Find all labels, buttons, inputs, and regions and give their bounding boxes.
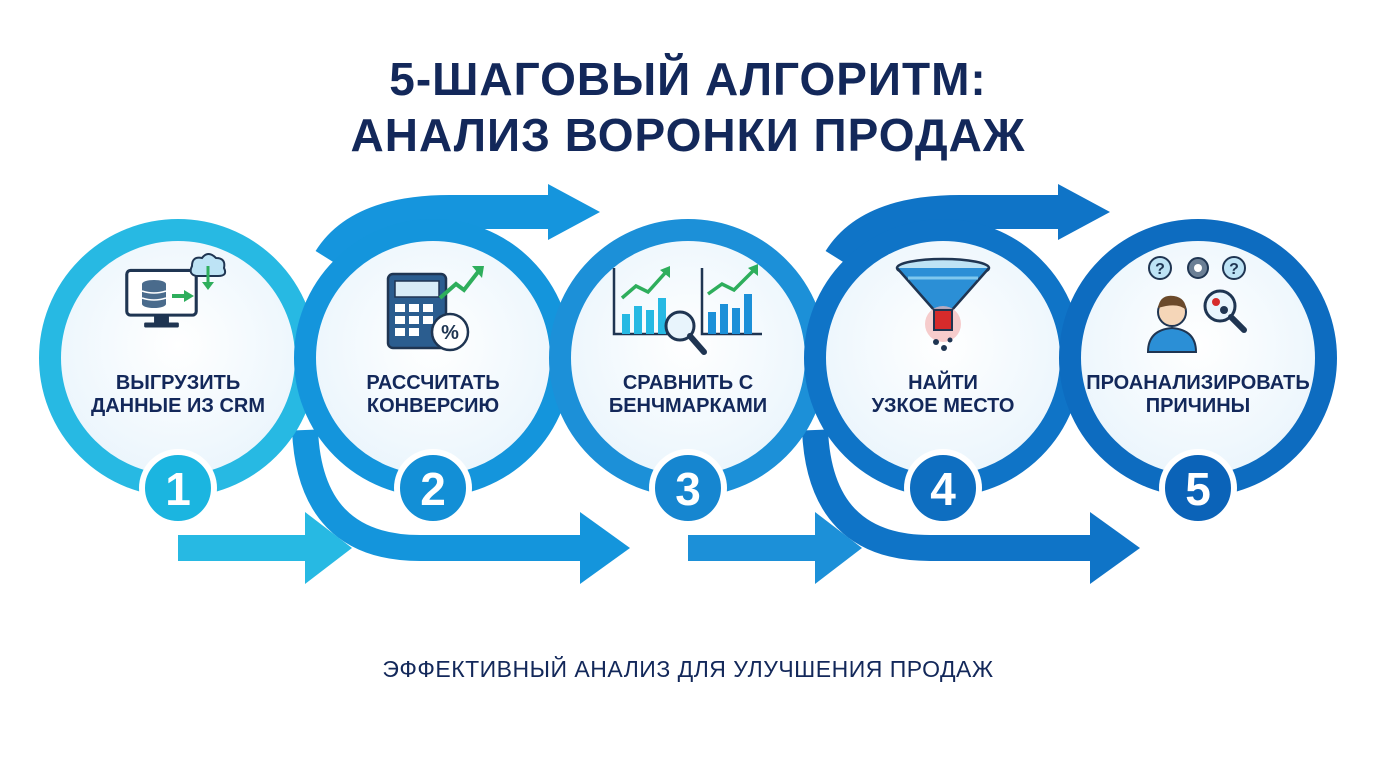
top-arrows [315,184,1110,270]
step-label-2: РАССЧИТАТЬ КОНВЕРСИЮ [303,372,563,418]
step-ring [294,219,572,497]
step-label-line-2: КОНВЕРСИЮ [366,395,500,417]
step-label-3: СРАВНИТЬ С БЕНЧМАРКАМИ [558,372,818,418]
step-number: 5 [1185,463,1211,515]
step-number-badge-4: 4 [904,449,982,527]
computer-database-cloud-icon [125,253,227,330]
step-number: 4 [930,463,956,515]
charts-magnifier-icon [612,264,762,355]
svg-text:%: % [441,322,459,344]
step-label-4: НАЙТИ УЗКОЕ МЕСТО [813,372,1073,418]
connector-arrow-4-5 [825,195,1070,270]
connector-arrow-1-2 [178,535,313,561]
connector-arrow-2-3 [315,195,560,270]
calculator-percent-icon: % [386,266,484,352]
step-1 [39,219,317,497]
step-number: 3 [675,463,701,515]
step-number: 1 [165,463,191,515]
step-ring [549,219,827,497]
bottom-arrows [178,429,1140,584]
arrow-head-1-2 [305,512,352,584]
step-label-line-1: ВЫГРУЗИТЬ [115,372,241,394]
person-questions-gear-icon: ? ? [1146,256,1247,353]
step-label-1: ВЫГРУЗИТЬ ДАННЫЕ ИЗ CRM [48,372,308,418]
connector-arrow-2-3b [292,429,590,561]
step-number-badge-1: 1 [139,449,217,527]
step-label-line-1: НАЙТИ [908,372,978,394]
arrow-head-4-5b [1090,512,1140,584]
step-2 [294,219,572,497]
connector-arrow-4-5b [802,429,1100,561]
svg-text:?: ? [1155,261,1165,278]
step-number-badge-5: 5 [1159,449,1237,527]
page-title-line-2: АНАЛИЗ ВОРОНКИ ПРОДАЖ [350,109,1026,161]
step-ring [39,219,317,497]
step-number: 2 [420,463,446,515]
step-label-line-2: УЗКОЕ МЕСТО [871,395,1015,417]
page-title-line-1: 5-ШАГОВЫЙ АЛГОРИТМ: [389,53,987,105]
funnel-bottleneck-icon [895,257,991,351]
step-label-line-2: ПРИЧИНЫ [1145,395,1251,417]
step-label-line-1: СРАВНИТЬ С [622,372,754,394]
step-label-line-1: РАССЧИТАТЬ [366,372,500,394]
step-badges: 1 2 3 4 5 [139,449,1237,527]
connector-arrow-3-4 [688,535,823,561]
arrow-head-4-5 [1058,184,1110,240]
step-number-badge-2: 2 [394,449,472,527]
step-label-5: ПРОАНАЛИЗИРОВАТЬ ПРИЧИНЫ [1068,372,1328,418]
arrow-head-2-3b [580,512,630,584]
arrow-head-3-4 [815,512,862,584]
step-3 [549,219,827,497]
step-label-line-1: ПРОАНАЛИЗИРОВАТЬ [1086,372,1310,394]
step-label-line-2: БЕНЧМАРКАМИ [608,395,768,417]
svg-text:?: ? [1229,261,1239,278]
step-number-badge-3: 3 [649,449,727,527]
footer-caption: ЭФФЕКТИВНЫЙ АНАЛИЗ ДЛЯ УЛУЧШЕНИЯ ПРОДАЖ [382,656,994,682]
step-label-line-2: ДАННЫЕ ИЗ CRM [90,395,266,417]
arrow-head-2-3 [548,184,600,240]
